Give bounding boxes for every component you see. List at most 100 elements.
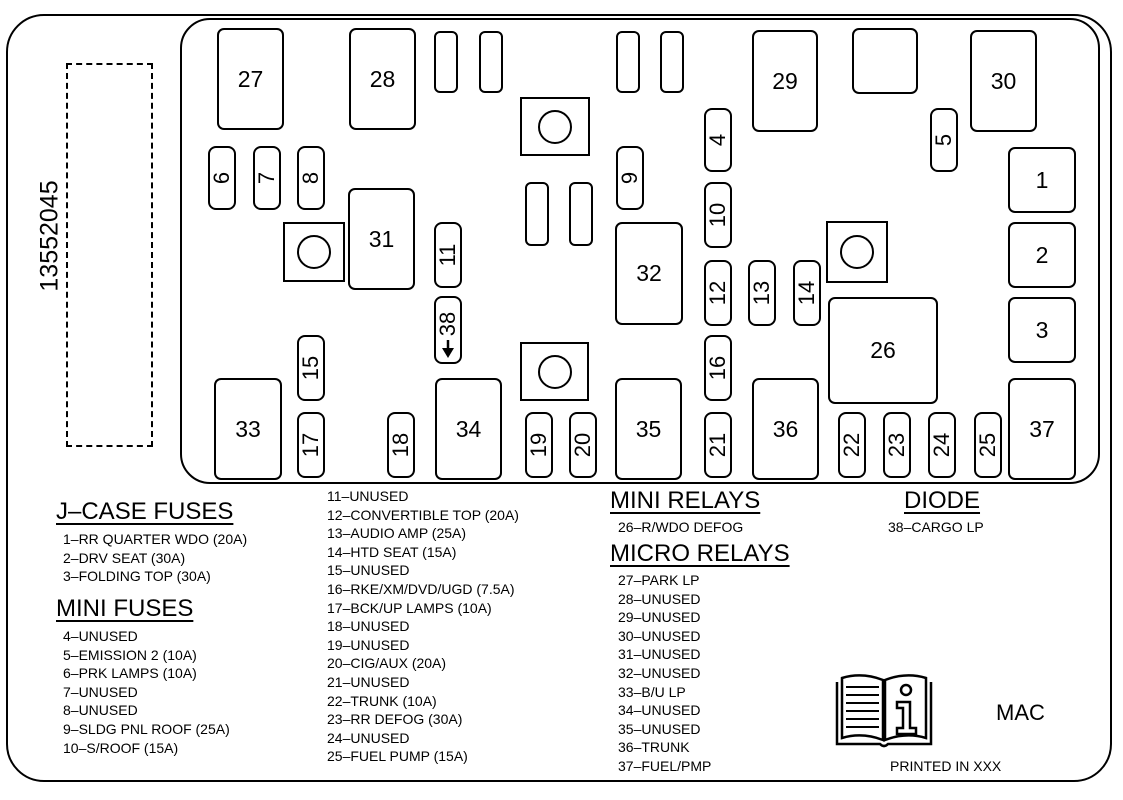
relay-28: 28 xyxy=(349,28,416,130)
jcase-fuses-list: 1–RR QUARTER WDO (20A) 2–DRV SEAT (30A) … xyxy=(63,530,247,586)
relay-29: 29 xyxy=(752,30,818,132)
list-item: 8–UNUSED xyxy=(63,702,138,719)
mini-fuse-25: 25 xyxy=(974,412,1002,478)
mini-fuse-21: 21 xyxy=(704,412,732,478)
mini-fuse-5: 5 xyxy=(930,108,958,172)
mini-fuse-6: 6 xyxy=(208,146,236,210)
list-item: 3–FOLDING TOP (30A) xyxy=(63,568,211,585)
panel-outline xyxy=(6,14,1112,782)
list-item: 2–DRV SEAT (30A) xyxy=(63,549,186,566)
diode-list: 38–CARGO LP xyxy=(888,518,984,537)
list-item: 18–UNUSED xyxy=(327,618,410,635)
mini-fuse-16: 16 xyxy=(704,335,732,401)
dashed-outline xyxy=(66,63,153,447)
mini-fuse-13: 13 xyxy=(748,260,776,326)
list-item: 34–UNUSED xyxy=(618,702,701,719)
mini-fuse-18: 18 xyxy=(387,412,415,478)
list-item: 29–UNUSED xyxy=(618,609,701,626)
list-item: 13–AUDIO AMP (25A) xyxy=(327,525,467,542)
list-item: 19–UNUSED xyxy=(327,636,410,653)
mini-fuse-17: 17 xyxy=(297,412,325,478)
mini-fuse-9: 9 xyxy=(616,146,644,210)
relay-34: 34 xyxy=(435,378,502,480)
relay-37: 37 xyxy=(1008,378,1076,480)
empty-slot xyxy=(660,31,684,93)
list-item: 27–PARK LP xyxy=(618,572,700,588)
micro-relays-title: MICRO RELAYS xyxy=(610,540,790,567)
list-item: 14–HTD SEAT (15A) xyxy=(327,543,457,560)
mini-fuses-list-continued: 11–UNUSED 12–CONVERTIBLE TOP (20A) 13–AU… xyxy=(327,487,519,766)
list-item: 32–UNUSED xyxy=(618,664,701,681)
unlabeled-block xyxy=(852,28,918,94)
mini-fuse-24: 24 xyxy=(928,412,956,478)
jcase-fuse-3: 3 xyxy=(1008,297,1076,363)
empty-slot xyxy=(479,31,503,93)
list-item: 9–SLDG PNL ROOF (25A) xyxy=(63,720,230,737)
mini-relays-title: MINI RELAYS xyxy=(610,487,761,514)
mini-fuse-4: 4 xyxy=(704,108,732,172)
mini-fuses-list: 4–UNUSED 5–EMISSION 2 (10A) 6–PRK LAMPS … xyxy=(63,627,230,757)
fuse-block-outline xyxy=(180,18,1100,484)
mini-fuses-title: MINI FUSES xyxy=(56,595,194,622)
list-item: 10–S/ROOF (15A) xyxy=(63,739,179,756)
list-item: 24–UNUSED xyxy=(327,729,410,746)
list-item: 22–TRUNK (10A) xyxy=(327,692,437,709)
list-item: 6–PRK LAMPS (10A) xyxy=(63,665,197,682)
mac-label: MAC xyxy=(996,700,1045,725)
list-item: 16–RKE/XM/DVD/UGD (7.5A) xyxy=(327,580,515,597)
list-item: 5–EMISSION 2 (10A) xyxy=(63,646,197,663)
mini-fuse-15: 15 xyxy=(297,335,325,401)
mini-fuse-23: 23 xyxy=(883,412,911,478)
list-item: 31–UNUSED xyxy=(618,646,701,663)
list-item: 11–UNUSED xyxy=(327,488,409,504)
mounting-bolt xyxy=(826,221,888,283)
mini-relays-list: 26–R/WDO DEFOG xyxy=(618,518,743,537)
mounting-bolt xyxy=(283,222,345,282)
list-item: 28–UNUSED xyxy=(618,590,701,607)
mini-fuse-10: 10 xyxy=(704,182,732,248)
printed-label: PRINTED IN XXX xyxy=(890,758,1002,774)
mini-fuse-12: 12 xyxy=(704,260,732,326)
list-item: 35–UNUSED xyxy=(618,720,701,737)
mini-fuse-11: 11 xyxy=(434,222,462,288)
jcase-fuses-title: J–CASE FUSES xyxy=(56,498,234,525)
empty-slot xyxy=(569,182,593,246)
relay-35: 35 xyxy=(615,378,682,480)
relay-27: 27 xyxy=(217,28,284,130)
relay-31: 31 xyxy=(348,188,415,290)
mini-fuse-14: 14 xyxy=(793,260,821,326)
mini-fuse-8: 8 xyxy=(297,146,325,210)
list-item: 33–B/U LP xyxy=(618,683,686,700)
list-item: 12–CONVERTIBLE TOP (20A) xyxy=(327,506,519,523)
list-item: 21–UNUSED xyxy=(327,673,410,690)
list-item: 38–CARGO LP xyxy=(888,519,984,535)
mini-fuse-22: 22 xyxy=(838,412,866,478)
diode-38: 38 xyxy=(434,296,462,364)
list-item: 1–RR QUARTER WDO (20A) xyxy=(63,531,248,547)
empty-slot xyxy=(525,182,549,246)
list-item: 26–R/WDO DEFOG xyxy=(618,519,744,535)
mini-fuse-7: 7 xyxy=(253,146,281,210)
relay-30: 30 xyxy=(970,30,1037,132)
jcase-fuse-2: 2 xyxy=(1008,222,1076,288)
list-item: 36–TRUNK xyxy=(618,739,690,756)
jcase-fuse-1: 1 xyxy=(1008,147,1076,213)
part-number: 13552045 xyxy=(35,180,64,292)
mounting-bolt xyxy=(520,342,589,401)
relay-33: 33 xyxy=(214,378,282,480)
diode-title: DIODE xyxy=(904,487,981,514)
list-item: 25–FUEL PUMP (15A) xyxy=(327,748,468,765)
relay-32: 32 xyxy=(615,222,683,325)
empty-slot xyxy=(616,31,640,93)
diode-arrow-icon xyxy=(442,340,454,358)
micro-relays-list: 27–PARK LP 28–UNUSED 29–UNUSED 30–UNUSED… xyxy=(618,571,711,776)
mini-fuse-20: 20 xyxy=(569,412,597,478)
mini-fuse-19: 19 xyxy=(525,412,553,478)
list-item: 4–UNUSED xyxy=(63,628,138,644)
owner-manual-info-icon xyxy=(835,674,933,748)
list-item: 37–FUEL/PMP xyxy=(618,757,712,774)
list-item: 23–RR DEFOG (30A) xyxy=(327,711,463,728)
list-item: 30–UNUSED xyxy=(618,627,701,644)
relay-26: 26 xyxy=(828,297,938,404)
list-item: 7–UNUSED xyxy=(63,683,138,700)
